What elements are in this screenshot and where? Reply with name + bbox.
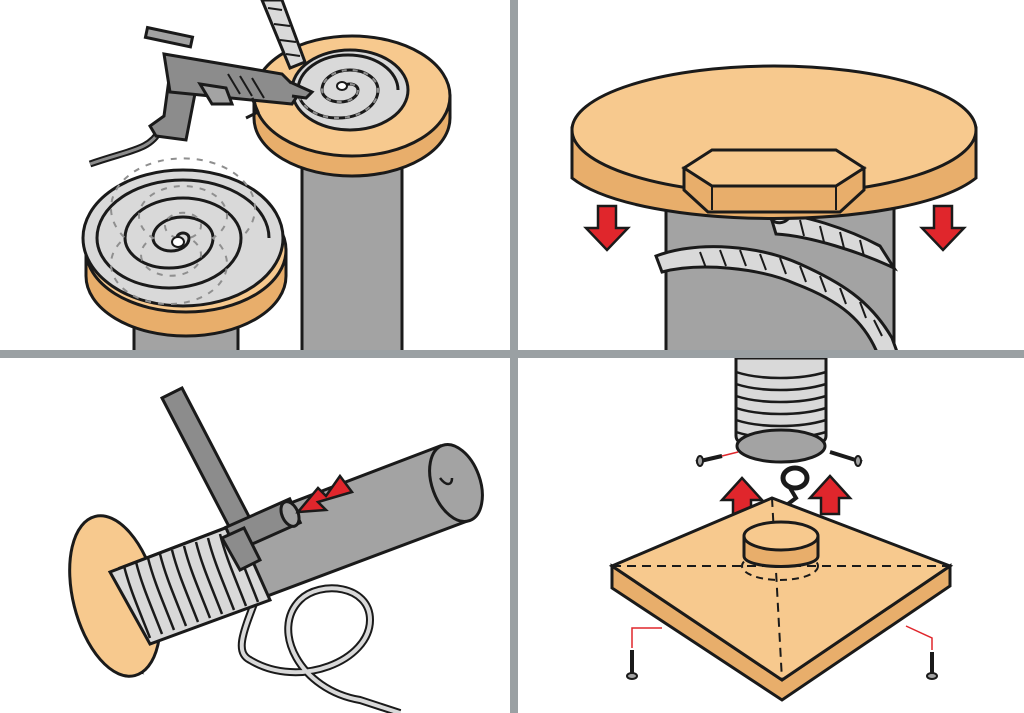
hex-nut-icon bbox=[681, 148, 867, 214]
wooden-disc-icon bbox=[68, 514, 162, 678]
metal-post-icon bbox=[300, 148, 404, 350]
insert-arrow-icon bbox=[295, 473, 355, 514]
screw-icon-bottom bbox=[626, 625, 938, 680]
panel-glue-rope-around-pole bbox=[68, 385, 484, 713]
rope-wrapped-pole-icon bbox=[734, 358, 828, 464]
panel-fit-disc-onto-post bbox=[570, 64, 978, 350]
base-puck bbox=[742, 520, 820, 568]
divider-horizontal bbox=[0, 350, 1024, 358]
glue-gun-icon bbox=[88, 25, 315, 168]
glue-gun-icon bbox=[159, 385, 303, 572]
rope-coil-icon bbox=[260, 0, 410, 132]
down-arrow-icon bbox=[583, 204, 631, 252]
panel-glue-rope-on-discs bbox=[81, 0, 452, 350]
panel-screw-base-plate bbox=[608, 358, 954, 702]
screw-icon bbox=[695, 450, 863, 467]
lower-disc bbox=[81, 157, 288, 338]
down-arrow-icon-right bbox=[919, 204, 967, 252]
